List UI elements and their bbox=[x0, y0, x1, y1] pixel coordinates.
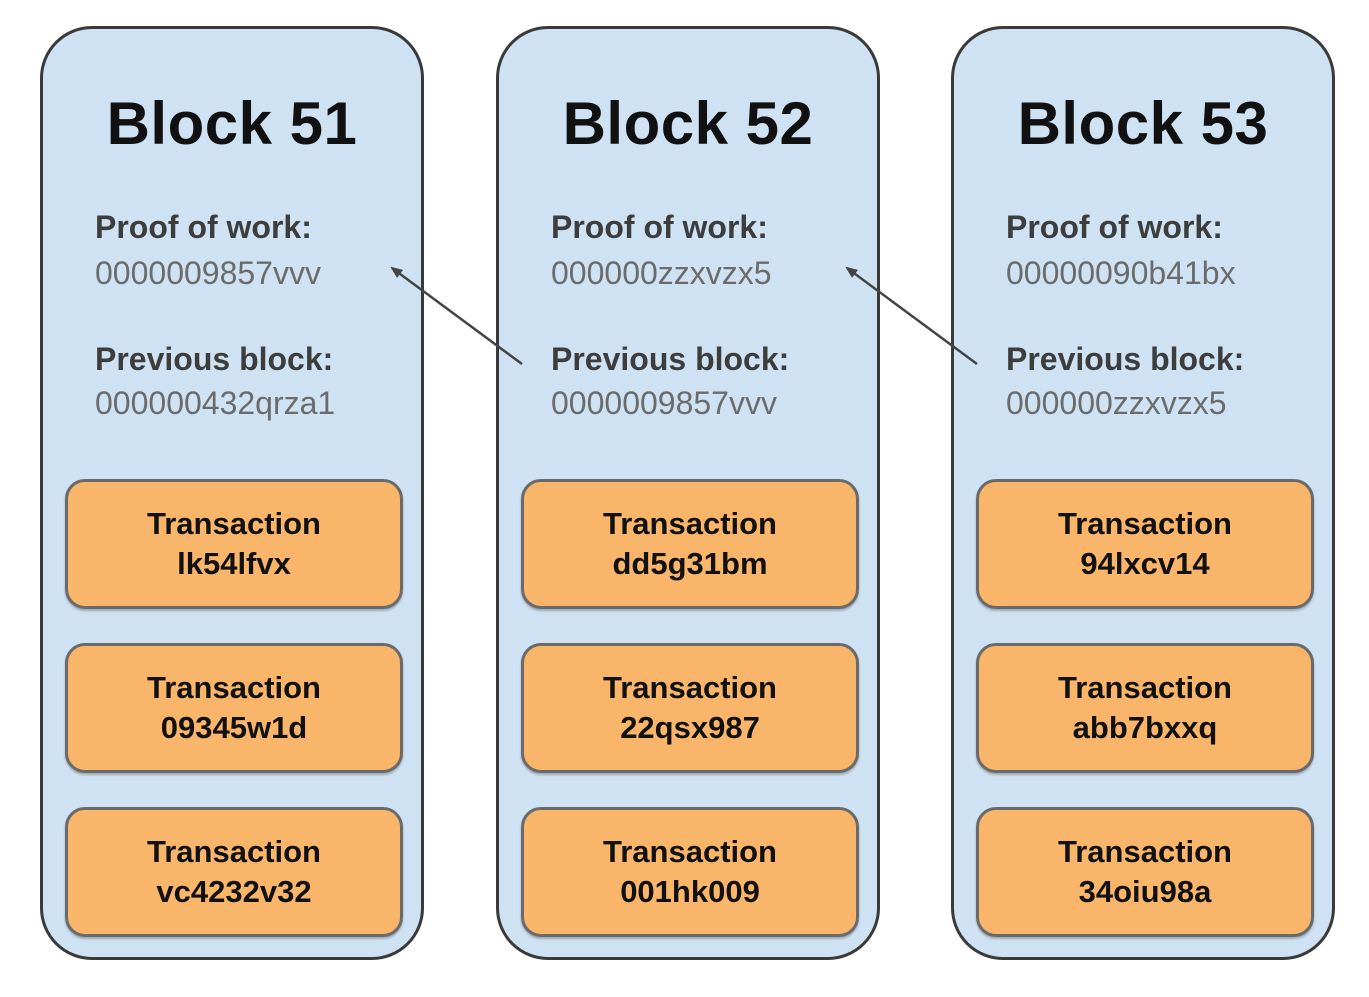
previous-block-value: 000000432qrza1 bbox=[95, 385, 336, 421]
block-52: Block 52 Proof of work: 000000zzxvzx5 Pr… bbox=[496, 26, 880, 960]
block-53: Block 53 Proof of work: 00000090b41bx Pr… bbox=[951, 26, 1335, 960]
transaction-id: 001hk009 bbox=[620, 874, 760, 909]
transaction-id: 94lxcv14 bbox=[1080, 546, 1210, 581]
transaction-label: Transaction bbox=[1058, 834, 1232, 869]
block-title: Block 52 bbox=[562, 90, 814, 157]
transaction-label: Transaction bbox=[1058, 506, 1232, 541]
transaction-label: Transaction bbox=[147, 670, 321, 705]
transaction-label: Transaction bbox=[147, 506, 321, 541]
previous-block-label: Previous block: bbox=[1006, 341, 1245, 377]
transaction-id: 22qsx987 bbox=[620, 710, 760, 745]
transaction-box: Transaction dd5g31bm bbox=[521, 479, 859, 609]
transaction-box: Transaction 94lxcv14 bbox=[976, 479, 1314, 609]
proof-of-work-label: Proof of work: bbox=[1006, 209, 1223, 245]
block-title: Block 53 bbox=[1017, 90, 1269, 157]
transaction-box: Transaction lk54lfvx bbox=[65, 479, 403, 609]
previous-block-value: 000000zzxvzx5 bbox=[1006, 385, 1227, 421]
previous-block-value: 0000009857vvv bbox=[551, 385, 777, 421]
proof-of-work-value: 0000009857vvv bbox=[95, 255, 321, 291]
transaction-id: lk54lfvx bbox=[177, 546, 291, 581]
transaction-label: Transaction bbox=[603, 670, 777, 705]
transaction-id: 09345w1d bbox=[160, 710, 308, 745]
proof-of-work-label: Proof of work: bbox=[551, 209, 768, 245]
transaction-box: Transaction vc4232v32 bbox=[65, 807, 403, 937]
transaction-id: dd5g31bm bbox=[612, 546, 768, 581]
transaction-label: Transaction bbox=[603, 506, 777, 541]
block-title: Block 51 bbox=[106, 90, 358, 157]
transaction-id: abb7bxxq bbox=[1072, 710, 1218, 745]
transaction-box: Transaction 09345w1d bbox=[65, 643, 403, 773]
transaction-label: Transaction bbox=[1058, 670, 1232, 705]
previous-block-label: Previous block: bbox=[551, 341, 790, 377]
proof-of-work-value: 00000090b41bx bbox=[1006, 255, 1236, 291]
transaction-id: 34oiu98a bbox=[1078, 874, 1212, 909]
transaction-label: Transaction bbox=[603, 834, 777, 869]
transaction-box: Transaction abb7bxxq bbox=[976, 643, 1314, 773]
transaction-box: Transaction 22qsx987 bbox=[521, 643, 859, 773]
block-51: Block 51 Proof of work: 0000009857vvv Pr… bbox=[40, 26, 424, 960]
transaction-id: vc4232v32 bbox=[156, 874, 312, 909]
proof-of-work-label: Proof of work: bbox=[95, 209, 312, 245]
transaction-label: Transaction bbox=[147, 834, 321, 869]
transaction-box: Transaction 001hk009 bbox=[521, 807, 859, 937]
transaction-box: Transaction 34oiu98a bbox=[976, 807, 1314, 937]
proof-of-work-value: 000000zzxvzx5 bbox=[551, 255, 772, 291]
previous-block-label: Previous block: bbox=[95, 341, 334, 377]
